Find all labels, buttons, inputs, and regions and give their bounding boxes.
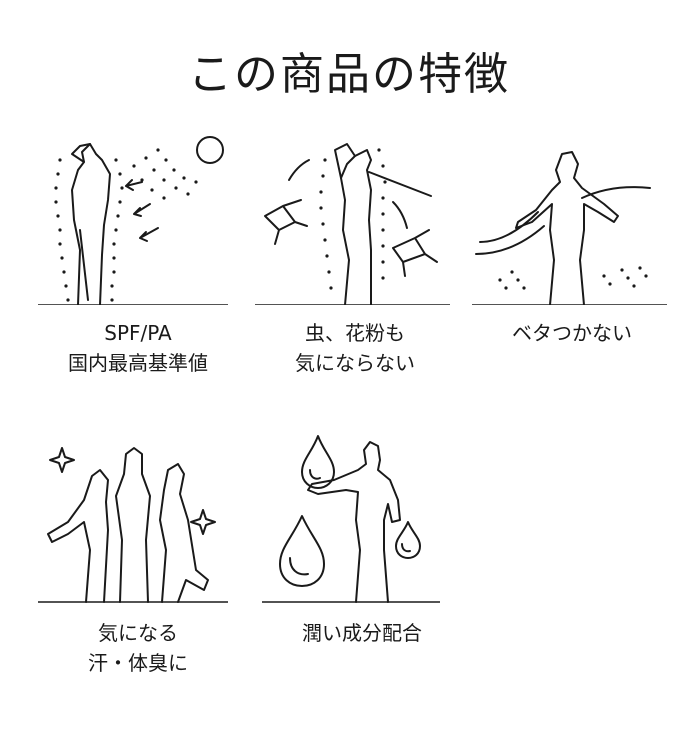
feature-label-line: 虫、花粉も bbox=[305, 321, 405, 345]
feature-label-insect: 虫、花粉も 気にならない bbox=[245, 318, 465, 378]
sun-protection-icon bbox=[38, 130, 238, 305]
feature-label-sunscreen: SPF/PA 国内最高基準値 bbox=[28, 318, 248, 378]
feature-label-nonsticky: ベタつかない bbox=[462, 318, 682, 348]
feature-label-line: SPF/PA bbox=[104, 321, 172, 345]
feature-label-moisture: 潤い成分配合 bbox=[252, 618, 472, 648]
insect-pollen-icon bbox=[255, 130, 455, 305]
feature-label-line: 気になる bbox=[98, 621, 178, 645]
feature-label-line: 潤い成分配合 bbox=[302, 621, 422, 645]
page-title: この商品の特徴 bbox=[188, 49, 510, 100]
feature-label-line: 汗・体臭に bbox=[88, 651, 188, 675]
feature-label-line: ベタつかない bbox=[512, 321, 632, 345]
feature-label-sweat: 気になる 汗・体臭に bbox=[28, 618, 248, 678]
feature-label-line: 国内最高基準値 bbox=[68, 351, 208, 375]
sweat-odor-icon bbox=[38, 430, 238, 605]
non-sticky-icon bbox=[472, 130, 672, 305]
moisture-droplet-icon bbox=[262, 430, 462, 605]
feature-label-line: 気にならない bbox=[295, 351, 415, 375]
